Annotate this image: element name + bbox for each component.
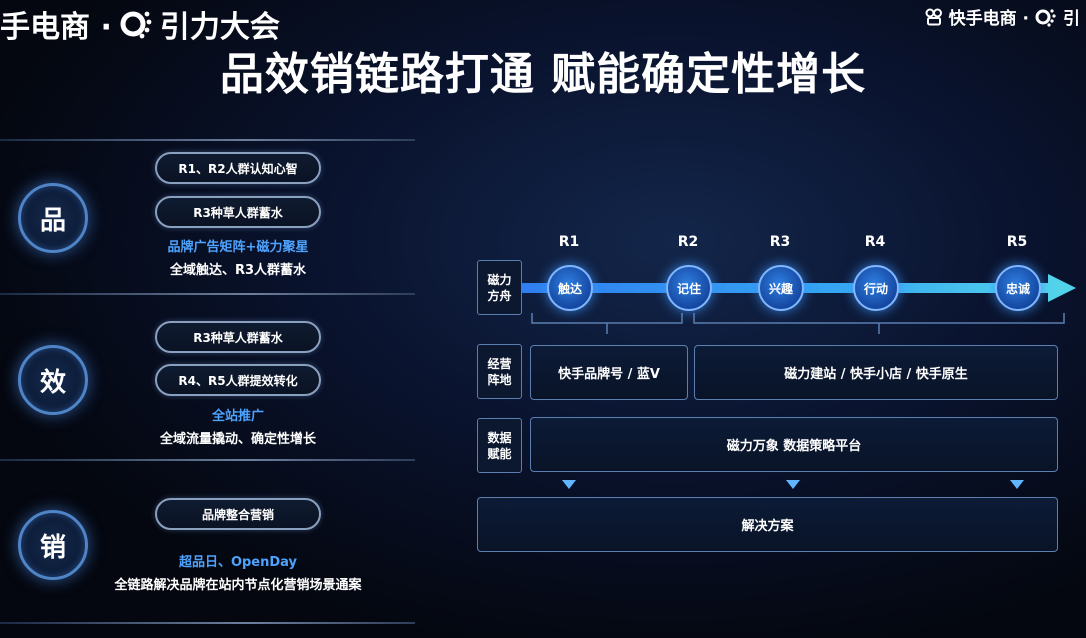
description-text: 全链路解决品牌在站内节点化营销场景通案 — [114, 578, 362, 593]
badge-pin: 品 — [18, 183, 88, 253]
down-arrow-icon — [786, 480, 800, 489]
description-text: 全域流量撬动、确定性增长 — [159, 432, 316, 447]
stage-label-r4: R4 — [864, 234, 886, 250]
pill: R1、R2人群认知心智 — [155, 152, 321, 184]
node-interest: 兴趣 — [758, 265, 804, 311]
down-arrow-icon — [562, 480, 576, 489]
node-action: 行动 — [853, 265, 899, 311]
pill: R4、R5人群提效转化 — [155, 364, 321, 396]
node-loyalty: 忠诚 — [995, 265, 1041, 311]
stage-label-r2: R2 — [677, 234, 699, 250]
down-arrow-icon — [1010, 480, 1024, 489]
yinli-logo-icon — [120, 11, 152, 39]
brand-left: 手电商 · 引力大会 — [0, 2, 280, 46]
pill: R3种草人群蓄水 — [155, 321, 321, 353]
divider — [0, 293, 415, 295]
highlight-text: 全站推广 — [211, 409, 264, 424]
bar-data-platform: 磁力万象 数据策略平台 — [530, 417, 1058, 472]
node-touch: 触达 — [547, 265, 593, 311]
stage-label-r3: R3 — [769, 234, 791, 250]
brand-right-tail: 引 — [1063, 9, 1080, 29]
page-title: 品效销链路打通 赋能确定性增长 — [219, 49, 867, 100]
divider — [0, 139, 415, 141]
stage-label-r5: R5 — [1006, 234, 1028, 250]
solution-bar: 解决方案 — [477, 497, 1058, 552]
highlight-text: 超品日、OpenDay — [178, 555, 298, 570]
event-name: 引力大会 — [159, 10, 280, 45]
divider — [0, 622, 415, 624]
brand-right: 快手电商 · 引 — [925, 4, 1080, 29]
kuaishou-logo-icon — [925, 8, 942, 25]
description-text: 全域触达、R3人群蓄水 — [169, 263, 307, 278]
brand-right-text: 快手电商 · — [948, 9, 1029, 29]
row-label-jingying: 经营阵地 — [477, 344, 522, 399]
badge-xiao: 效 — [18, 345, 88, 415]
row-label-cili-fangzhou: 磁力方舟 — [477, 260, 522, 315]
divider — [0, 459, 415, 461]
row-label-shuju: 数据赋能 — [477, 418, 522, 473]
badge-xiao-sales: 销 — [18, 510, 88, 580]
highlight-text: 品牌广告矩阵+磁力聚星 — [167, 240, 309, 255]
stage-label-r1: R1 — [558, 234, 580, 250]
brand-left-text: 手电商 · — [0, 10, 112, 45]
bar-brand-account: 快手品牌号 / 蓝V — [530, 345, 688, 400]
yinli-small-logo-icon — [1035, 8, 1056, 27]
node-remember: 记住 — [666, 265, 712, 311]
pill: R3种草人群蓄水 — [155, 196, 321, 228]
pill: 品牌整合营销 — [155, 498, 321, 530]
bar-site-shop-native: 磁力建站 / 快手小店 / 快手原生 — [694, 345, 1058, 400]
